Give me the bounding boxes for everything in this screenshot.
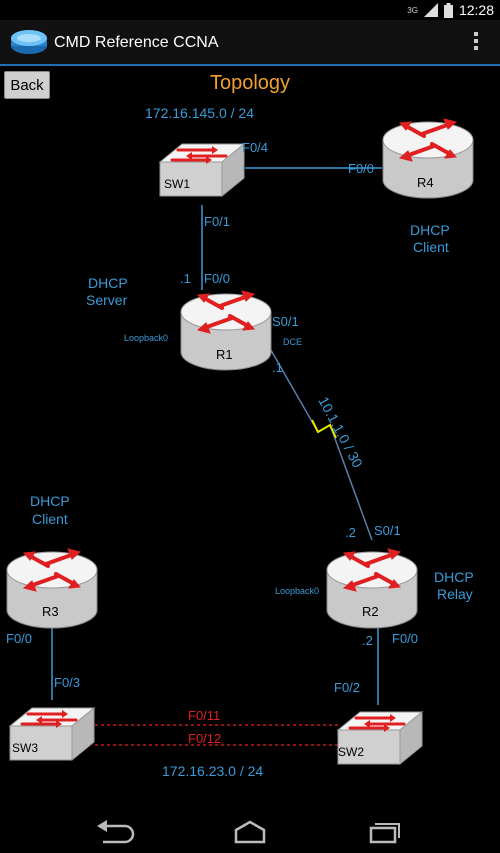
r3-port-f00: F0/0 [6, 631, 32, 646]
home-nav-icon[interactable] [220, 818, 280, 846]
status-bar: 3G 12:28 [0, 0, 500, 20]
sw1-port-f01: F0/1 [204, 214, 230, 229]
r4-name: R4 [417, 175, 434, 190]
battery-icon [443, 2, 453, 18]
r3-role-line2: Client [32, 511, 68, 527]
recent-apps-nav-icon[interactable] [355, 818, 415, 846]
signal-icon [423, 3, 438, 17]
r2-name: R2 [362, 604, 379, 619]
topology-diagram: 172.16.145.0 / 24 SW1 F0/4 F0/0 R4 DHCP … [5, 105, 475, 779]
sw3-name: SW3 [12, 741, 38, 755]
r4-port-f00: F0/0 [348, 161, 374, 176]
trunk-label-f012: F0/12 [188, 731, 221, 746]
overflow-menu-icon[interactable] [474, 32, 480, 53]
r2-role-line1: DHCP [434, 569, 474, 585]
r2-f00-dot2: .2 [362, 633, 373, 648]
r1-port-f00: F0/0 [204, 271, 230, 286]
r1-dce-label: DCE [283, 337, 302, 347]
app-logo-icon[interactable] [10, 28, 48, 56]
page-title: Topology [209, 72, 291, 94]
network-label-top: 172.16.145.0 / 24 [145, 105, 254, 121]
serial-lightning [311, 419, 337, 439]
r1-port-s01: S0/1 [272, 314, 299, 329]
r1-name: R1 [216, 347, 233, 362]
sw2-name: SW2 [338, 745, 364, 759]
r2-role-line2: Relay [437, 586, 473, 602]
r3-name: R3 [42, 604, 59, 619]
sw3-port-f03: F0/3 [54, 675, 80, 690]
r2-port-s01: S0/1 [374, 523, 401, 538]
r2-host-dot2: .2 [345, 525, 356, 540]
r2-port-f00: F0/0 [392, 631, 418, 646]
app-title: CMD Reference CCNA [54, 34, 219, 51]
sw1-port-f04: F0/4 [242, 140, 268, 155]
r4-role-line2: Client [413, 239, 449, 255]
r1-loopback-label: Loopback0 [124, 333, 168, 343]
back-nav-icon[interactable] [85, 818, 145, 846]
clock: 12:28 [458, 2, 494, 18]
action-bar: CMD Reference CCNA [0, 20, 500, 66]
status-icons: 3G 12:28 [407, 0, 494, 20]
sw2-port-f02: F0/2 [334, 680, 360, 695]
r2-loopback-label: Loopback0 [275, 586, 319, 596]
r4-role-line1: DHCP [410, 222, 450, 238]
network-type: 3G [407, 5, 418, 15]
sw1-name: SW1 [164, 177, 190, 191]
trunk-label-f011: F0/11 [188, 708, 220, 723]
r3-role-line1: DHCP [30, 493, 70, 509]
r1-role-line2: Server [86, 292, 128, 308]
r1-host-dot1: .1 [180, 271, 191, 286]
network-label-bottom: 172.16.23.0 / 24 [162, 763, 263, 779]
navigation-bar [0, 810, 500, 853]
back-button[interactable]: Back [4, 71, 50, 99]
wan-network-label: 10.1.1.0 / 30 [315, 394, 366, 470]
r1-serial-dot1: .1 [272, 360, 283, 375]
r1-role-line1: DHCP [88, 275, 128, 291]
